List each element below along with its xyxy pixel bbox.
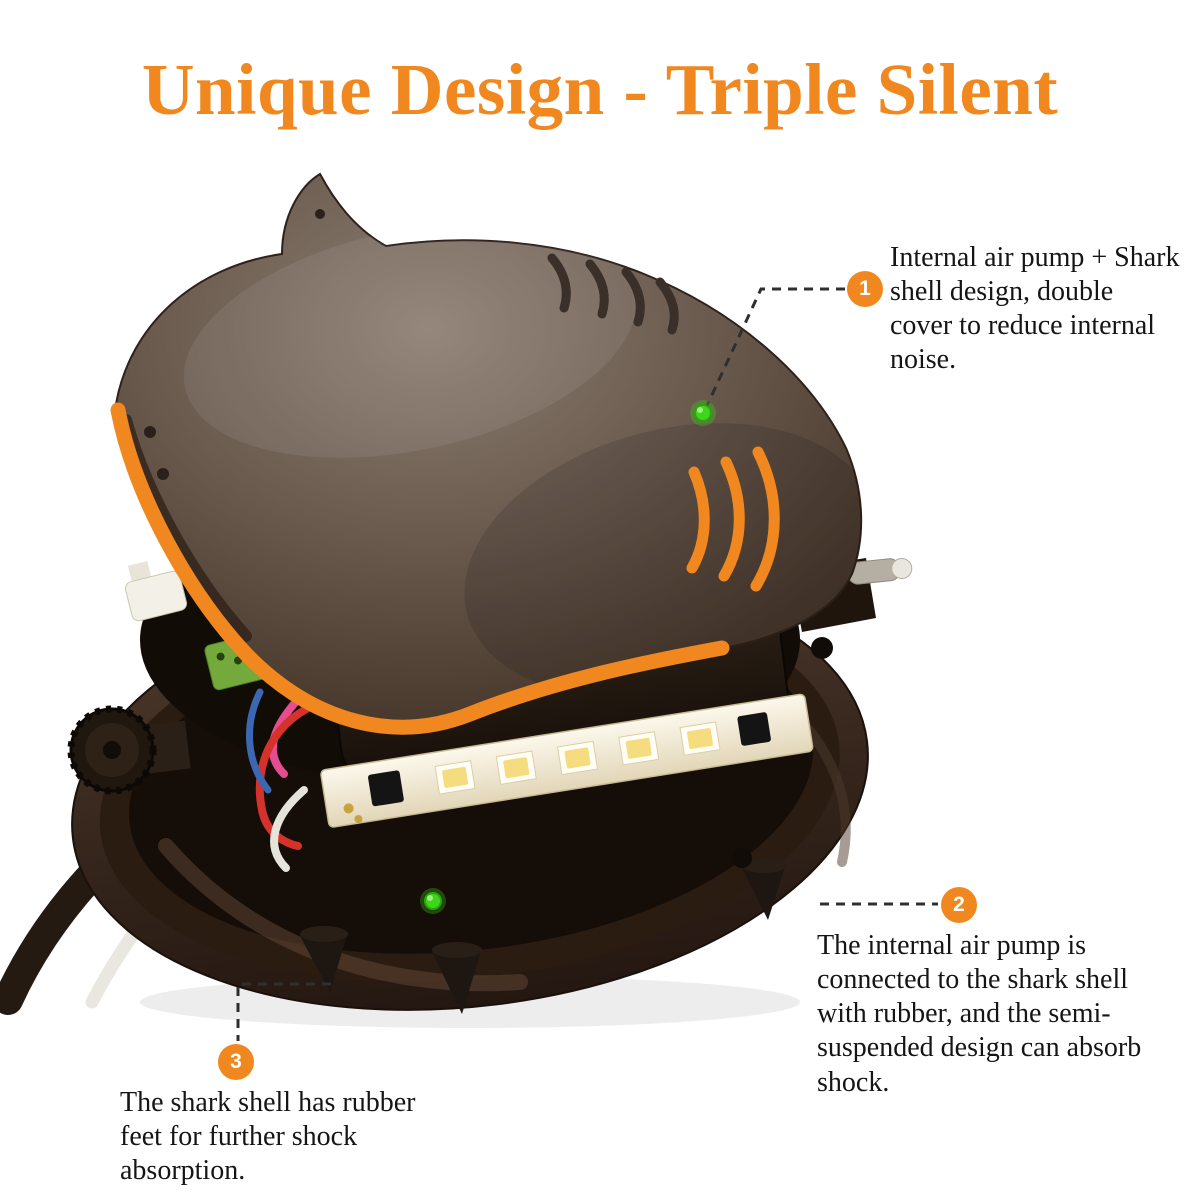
callout-3-badge: 3 bbox=[218, 1044, 254, 1080]
screw-holes bbox=[732, 637, 833, 868]
callout-1-connector bbox=[703, 287, 845, 411]
callout-2-text: The internal air pump is connected to th… bbox=[817, 930, 1142, 1098]
control-knob bbox=[67, 705, 191, 795]
callout-3-connector bbox=[236, 982, 331, 1041]
callout-connectors bbox=[236, 287, 938, 1041]
led-strip bbox=[320, 693, 814, 828]
led-ic-chip bbox=[737, 712, 771, 746]
orange-rim bbox=[110, 402, 730, 735]
sound-wave-arcs bbox=[686, 446, 780, 592]
white-wire bbox=[270, 786, 308, 872]
callout-2-badge: 2 bbox=[941, 887, 977, 923]
fin-hole bbox=[315, 209, 325, 219]
air-nozzle bbox=[847, 557, 913, 585]
shell-vent-hole bbox=[144, 426, 156, 438]
green-dot-marker-2 bbox=[420, 888, 446, 914]
shell-vent-hole bbox=[157, 468, 169, 480]
shark-shell bbox=[110, 173, 863, 735]
red-wire bbox=[255, 698, 326, 850]
page-title: Unique Design - Triple Silent bbox=[141, 49, 1059, 130]
led-lamps bbox=[434, 721, 721, 795]
callout-1-text: Internal air pump + Shark shell design, … bbox=[890, 242, 1180, 376]
blue-wire bbox=[246, 688, 272, 794]
callout-1-badge: 1 bbox=[847, 271, 883, 307]
feature-markers bbox=[420, 400, 716, 914]
led-ic-chip bbox=[368, 770, 404, 807]
white-connector bbox=[124, 561, 188, 622]
rubber-feet bbox=[300, 859, 786, 1014]
green-dot-marker-1 bbox=[690, 400, 716, 426]
gill-slits bbox=[547, 253, 679, 335]
callout-3-text: The shark shell has rubber feet for furt… bbox=[120, 1087, 416, 1187]
